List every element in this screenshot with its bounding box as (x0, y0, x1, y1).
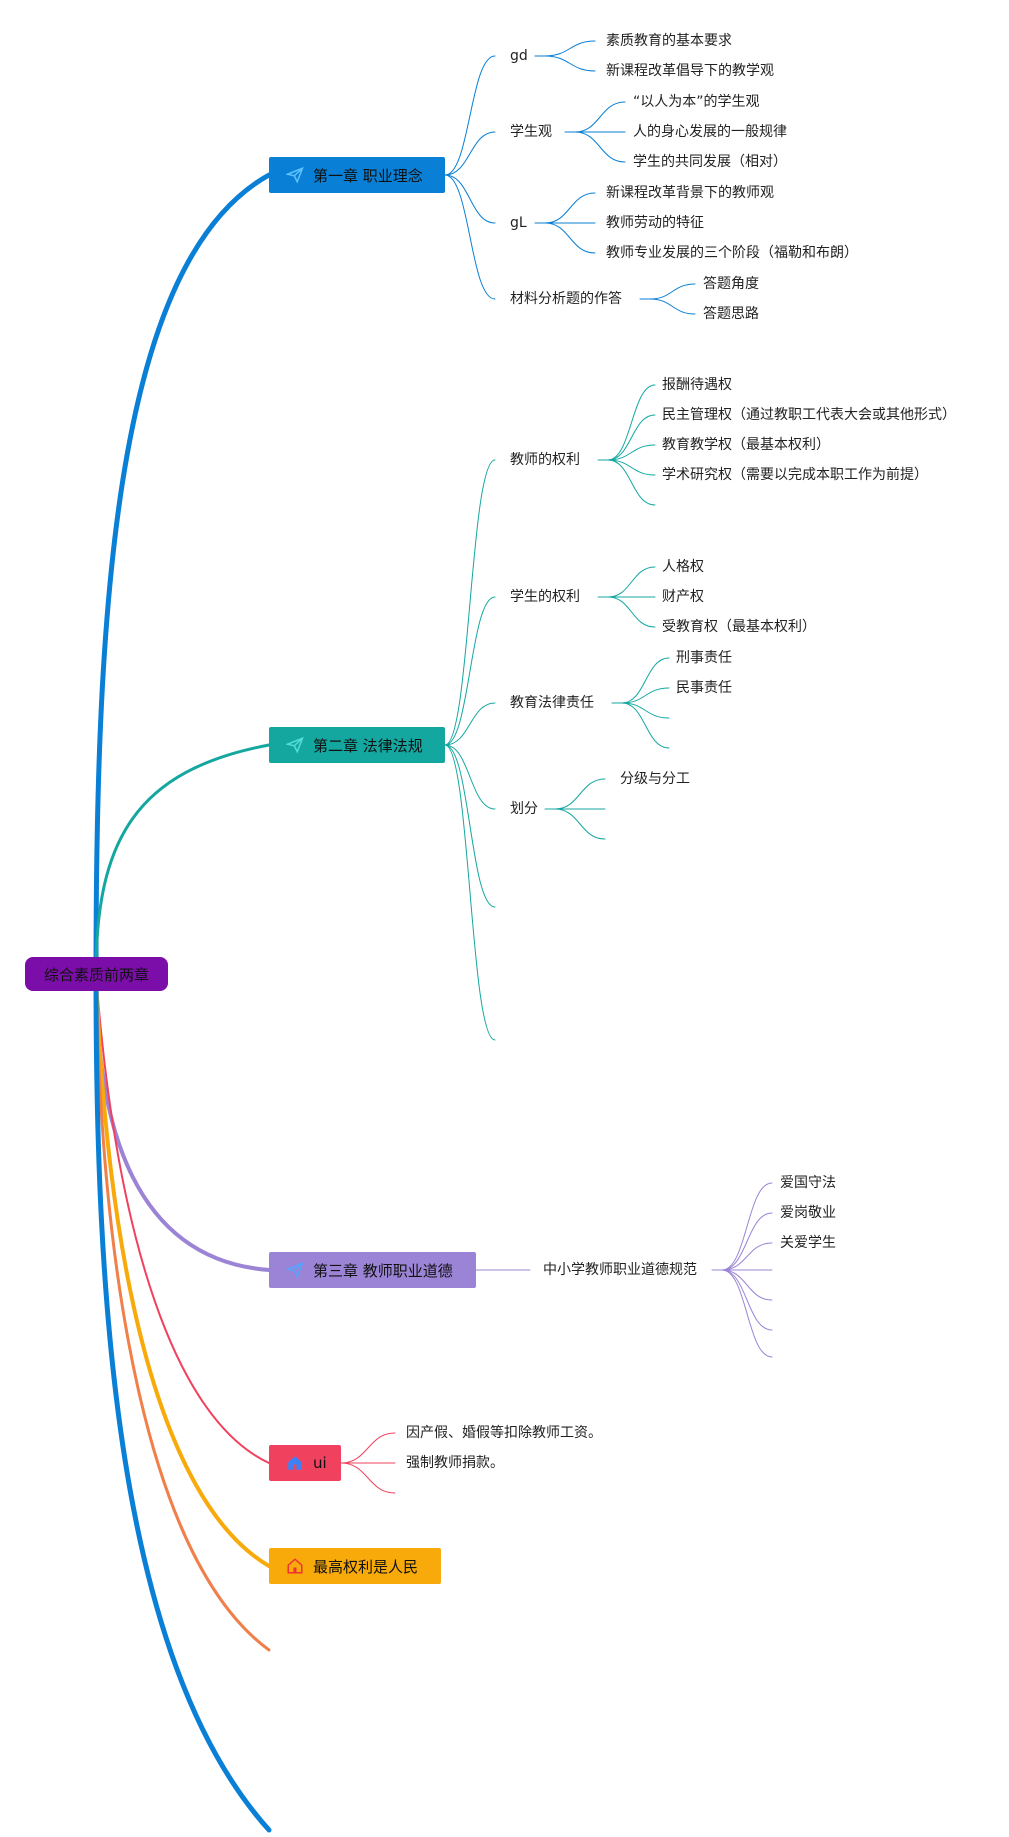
ch2-tr-leaf-4 (607, 459, 656, 476)
ch1-connector-1 (444, 55, 496, 176)
ch2-student-rights-item-3[interactable]: 受教育权（最基本权利） (662, 619, 816, 635)
ch1-connector-4 (444, 174, 496, 300)
branch-top-power (94, 972, 271, 1568)
ch2-ll-leaf-1 (621, 657, 670, 704)
top-power-node[interactable]: 最高权利是人民 (269, 1548, 441, 1584)
branch-chapter-3 (94, 972, 271, 1272)
ch2-teacher-rights-item-3[interactable]: 教育教学权（最基本权利） (662, 437, 830, 453)
ch2-teacher-rights-item-4[interactable]: 学术研究权（需要以完成本职工作为前提） (662, 467, 928, 483)
ch1-mat-leaf-1 (649, 283, 696, 300)
chapter-1-label: 第一章 职业理念 (313, 166, 423, 185)
paper-plane-icon (285, 1260, 305, 1280)
ch2-tr-leaf-1 (607, 384, 656, 461)
ch2-student-rights-item-1[interactable]: 人格权 (662, 559, 704, 575)
ch2-tr-leaf-5 (607, 459, 656, 506)
ch2-legal-liability-item-2[interactable]: 民事责任 (676, 680, 732, 696)
ch1-group-material-analysis[interactable]: 材料分析题的作答 (510, 291, 622, 307)
ch3-leaf-7 (721, 1269, 773, 1358)
ch2-teacher-rights-item-2[interactable]: 民主管理权（通过教职工代表大会或其他形式） (662, 407, 956, 423)
ch3-leaf-2 (721, 1212, 773, 1271)
ch1-gl-leaf-3 (544, 222, 596, 254)
ch1-sv-leaf-1 (574, 101, 626, 133)
ch1-material-item-1[interactable]: 答题角度 (703, 276, 759, 292)
ch2-teacher-rights-item-1[interactable]: 报酬待遇权 (662, 377, 732, 393)
ch1-gd-leaf-1 (544, 40, 596, 57)
ch1-material-item-2[interactable]: 答题思路 (703, 306, 759, 322)
ch3-ethics-item-1[interactable]: 爱国守法 (780, 1175, 836, 1191)
paper-plane-icon (285, 165, 305, 185)
ui-label: ui (313, 1454, 327, 1472)
branch-chapter-2 (94, 743, 271, 976)
ch2-tr-leaf-2 (607, 414, 656, 461)
chapter-1-node[interactable]: 第一章 职业理念 (269, 157, 445, 193)
ch1-gl-item-2[interactable]: 教师劳动的特征 (606, 215, 704, 231)
ch3-leaf-3 (721, 1242, 773, 1271)
ch2-connector-2 (444, 596, 496, 746)
ch3-ethics-item-2[interactable]: 爱岗敬业 (780, 1205, 836, 1221)
top-power-label: 最高权利是人民 (313, 1557, 419, 1576)
ch2-ll-leaf-4 (621, 702, 670, 749)
ch1-student-view-item-3[interactable]: 学生的共同发展（相对） (633, 154, 787, 170)
ch1-gl-leaf-1 (544, 192, 596, 224)
ch1-student-view-item-2[interactable]: 人的身心发展的一般规律 (633, 124, 787, 140)
ui-item-1[interactable]: 因产假、婚假等扣除教师工资。 (406, 1425, 602, 1441)
ch2-sr-leaf-3 (607, 596, 656, 628)
ch2-ll-leaf-2 (621, 687, 670, 704)
ch1-connector-2 (444, 131, 496, 176)
root-topic-label: 综合素质前两章 (43, 965, 149, 984)
ch1-group-student-view[interactable]: 学生观 (510, 124, 552, 140)
ch2-connector-1 (444, 459, 496, 746)
ch2-group-teacher-rights[interactable]: 教师的权利 (510, 452, 580, 468)
chapter-2-label: 第二章 法律法规 (313, 736, 423, 755)
ch1-connector-3 (444, 174, 496, 224)
chapter-3-label: 第三章 教师职业道德 (313, 1261, 453, 1280)
ch3-leaf-6 (721, 1269, 773, 1331)
ch1-gl-item-3[interactable]: 教师专业发展的三个阶段（福勒和布朗） (606, 245, 858, 261)
branch-chapter-1 (93, 172, 272, 977)
ch2-connector-5 (444, 744, 496, 908)
ch2-sr-leaf-1 (607, 566, 656, 598)
ch3-leaf-1 (721, 1182, 773, 1271)
ui-leaf-3 (340, 1462, 396, 1494)
ch1-student-view-item-1[interactable]: “以人为本”的学生观 (633, 94, 760, 110)
ch2-connector-6 (444, 744, 496, 1041)
branch-ui (95, 973, 270, 1464)
ch3-leaf-5 (721, 1269, 773, 1301)
ch2-connector-3 (444, 702, 496, 746)
ch1-gd-item-1[interactable]: 素质教育的基本要求 (606, 33, 732, 49)
chapter-2-node[interactable]: 第二章 法律法规 (269, 727, 445, 763)
ch3-group-ethics-norms[interactable]: 中小学教师职业道德规范 (543, 1262, 697, 1278)
ch2-tr-leaf-3 (607, 444, 656, 461)
ch2-division-item-1[interactable]: 分级与分工 (620, 771, 690, 787)
chapter-3-node[interactable]: 第三章 教师职业道德 (269, 1252, 476, 1288)
ch1-group-gl[interactable]: gL (510, 215, 527, 231)
ui-leaf-1 (340, 1432, 396, 1464)
ch2-legal-liability-item-1[interactable]: 刑事责任 (676, 650, 732, 666)
ch2-div-leaf-3 (554, 808, 606, 840)
house-icon (285, 1556, 305, 1576)
ch2-group-division[interactable]: 划分 (510, 801, 538, 817)
branch-empty-orange (94, 972, 271, 1652)
ch1-gl-item-1[interactable]: 新课程改革背景下的教师观 (606, 185, 774, 201)
ch2-connector-4 (444, 744, 496, 810)
branch-empty-blue (93, 971, 272, 1833)
ui-node[interactable]: ui (269, 1445, 341, 1481)
paper-plane-icon (285, 735, 305, 755)
ch1-group-gd[interactable]: gd (510, 48, 528, 64)
ch1-gd-item-2[interactable]: 新课程改革倡导下的教学观 (606, 63, 774, 79)
ch2-group-student-rights[interactable]: 学生的权利 (510, 589, 580, 605)
ch2-ll-leaf-3 (621, 702, 670, 719)
house-icon (285, 1453, 305, 1473)
ch3-ethics-item-3[interactable]: 关爱学生 (780, 1235, 836, 1251)
root-topic[interactable]: 综合素质前两章 (25, 957, 168, 991)
ch1-gd-leaf-2 (544, 55, 596, 72)
ch1-sv-leaf-3 (574, 131, 626, 163)
ch2-student-rights-item-2[interactable]: 财产权 (662, 589, 704, 605)
ch2-div-leaf-1 (554, 778, 606, 810)
ch1-mat-leaf-2 (649, 298, 696, 315)
ui-item-2[interactable]: 强制教师捐款。 (406, 1455, 504, 1471)
ch2-group-legal-liability[interactable]: 教育法律责任 (510, 695, 594, 711)
